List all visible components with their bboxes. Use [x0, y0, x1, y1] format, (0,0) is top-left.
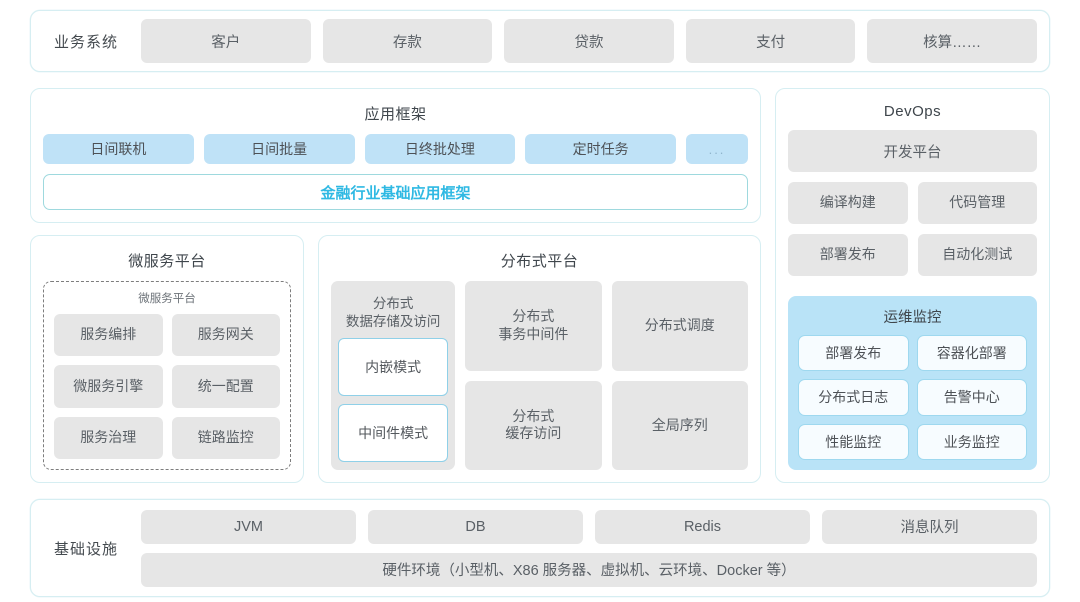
distributed-item-line2: 缓存访问 [505, 425, 562, 442]
infrastructure-item[interactable]: JVM [141, 509, 356, 544]
business-system-item[interactable]: 存款 [322, 19, 493, 63]
microservice-item[interactable]: 微服务引擎 [54, 365, 163, 408]
storage-mode-embedded[interactable]: 内嵌模式 [338, 338, 449, 397]
storage-mode-middleware[interactable]: 中间件模式 [338, 404, 449, 462]
microservice-item[interactable]: 统一配置 [171, 365, 280, 408]
distributed-platform-grid: 分布式 数据存储及访问 内嵌模式 中间件模式 分布式 事务中间件 [331, 281, 748, 470]
devops-row-2: 部署发布 自动化测试 [788, 234, 1037, 276]
operations-monitoring-panel: 运维监控 部署发布 容器化部署 分布式日志 告警中心 性能监控 业务监控 [788, 296, 1037, 470]
distributed-item[interactable]: 分布式调度 [611, 281, 748, 371]
ops-item[interactable]: 容器化部署 [916, 335, 1027, 372]
distributed-item-line1: 全局序列 [651, 416, 708, 433]
devops-item-dev-platform[interactable]: 开发平台 [788, 130, 1037, 172]
devops-item[interactable]: 自动化测试 [917, 234, 1037, 276]
operations-monitoring-grid: 部署发布 容器化部署 分布式日志 告警中心 性能监控 业务监控 [798, 335, 1027, 460]
microservice-item[interactable]: 服务网关 [171, 314, 280, 357]
storage-title-line2: 数据存储及访问 [345, 313, 441, 329]
distributed-platform-panel: 分布式平台 分布式 数据存储及访问 内嵌模式 中间件模式 [318, 235, 761, 483]
microservice-inner-title: 微服务平台 [138, 293, 196, 305]
application-framework-chip-row: 日间联机 日间批量 日终批处理 定时任务 ... [43, 134, 748, 164]
devops-panel: DevOps 开发平台 编译构建 代码管理 部署发布 自动化测试 运维监控 [775, 88, 1050, 483]
infrastructure-section: 基础设施 JVM DB Redis 消息队列 硬件环境（小型机、X86 服务器、… [30, 499, 1050, 597]
application-framework-title: 应用框架 [364, 106, 427, 123]
infrastructure-label: 基础设施 [53, 540, 118, 558]
app-framework-chip-more[interactable]: ... [686, 134, 748, 164]
distributed-item-line1: 分布式调度 [644, 317, 715, 333]
business-systems-section: 业务系统 客户 存款 贷款 支付 核算…… [30, 10, 1050, 72]
ops-item[interactable]: 告警中心 [916, 379, 1027, 416]
business-system-item[interactable]: 核算…… [867, 19, 1037, 63]
platform-left-column: 应用框架 日间联机 日间批量 日终批处理 定时任务 ... 金融行业基础应用框架… [30, 88, 761, 483]
app-framework-chip[interactable]: 定时任务 [525, 134, 676, 164]
ops-item[interactable]: 业务监控 [916, 423, 1027, 460]
distributed-item[interactable]: 分布式 事务中间件 [465, 281, 602, 371]
microservice-item[interactable]: 服务编排 [54, 314, 163, 357]
ops-item[interactable]: 部署发布 [798, 335, 909, 372]
platform-middle-zone: 应用框架 日间联机 日间批量 日终批处理 定时任务 ... 金融行业基础应用框架… [30, 88, 1050, 483]
business-system-item[interactable]: 贷款 [504, 19, 674, 63]
infrastructure-content: JVM DB Redis 消息队列 硬件环境（小型机、X86 服务器、虚拟机、云… [141, 509, 1037, 587]
distributed-item-line1: 分布式 [512, 407, 555, 424]
infrastructure-item[interactable]: 消息队列 [822, 509, 1037, 544]
financial-base-framework-bar[interactable]: 金融行业基础应用框架 [43, 174, 748, 210]
app-framework-chip[interactable]: 日终批处理 [364, 134, 516, 164]
application-framework-panel: 应用框架 日间联机 日间批量 日终批处理 定时任务 ... 金融行业基础应用框架 [30, 88, 761, 223]
microservice-dashed-box: 微服务平台 服务编排 服务网关 微服务引擎 统一配置 服务治理 链路监控 [43, 281, 291, 470]
business-systems-label: 业务系统 [53, 33, 118, 51]
operations-monitoring-title: 运维监控 [883, 310, 942, 326]
app-framework-chip[interactable]: 日间联机 [43, 134, 194, 164]
platform-lower-row: 微服务平台 微服务平台 服务编排 服务网关 微服务引擎 统一配置 服务治理 链路… [30, 235, 761, 483]
microservice-item[interactable]: 服务治理 [54, 416, 163, 459]
microservice-platform-panel: 微服务平台 微服务平台 服务编排 服务网关 微服务引擎 统一配置 服务治理 链路… [30, 235, 304, 483]
distributed-item[interactable]: 全局序列 [611, 380, 748, 470]
infrastructure-item[interactable]: DB [368, 509, 583, 544]
distributed-platform-title: 分布式平台 [500, 253, 579, 270]
microservice-item-grid: 服务编排 服务网关 微服务引擎 统一配置 服务治理 链路监控 [54, 314, 280, 459]
distributed-item-line1: 分布式 [512, 308, 555, 325]
devops-column: DevOps 开发平台 编译构建 代码管理 部署发布 自动化测试 运维监控 [775, 88, 1050, 483]
infrastructure-item[interactable]: Redis [595, 509, 810, 544]
business-systems-list: 客户 存款 贷款 支付 核算…… [141, 19, 1037, 63]
devops-title: DevOps [883, 103, 942, 120]
devops-row-1: 编译构建 代码管理 [788, 182, 1037, 224]
storage-title-line1: 分布式 [372, 296, 414, 311]
business-system-item[interactable]: 支付 [685, 19, 856, 63]
devops-item[interactable]: 编译构建 [788, 182, 908, 224]
infrastructure-item-row: JVM DB Redis 消息队列 [141, 509, 1037, 544]
business-system-item[interactable]: 客户 [141, 19, 311, 63]
app-framework-chip[interactable]: 日间批量 [203, 134, 355, 164]
distributed-item[interactable]: 分布式 缓存访问 [465, 380, 602, 470]
devops-item[interactable]: 代码管理 [917, 182, 1037, 224]
distributed-data-storage-card[interactable]: 分布式 数据存储及访问 内嵌模式 中间件模式 [331, 281, 456, 470]
distributed-data-storage-title: 分布式 数据存储及访问 [338, 295, 448, 330]
microservice-item[interactable]: 链路监控 [171, 416, 280, 459]
ops-item[interactable]: 性能监控 [798, 423, 909, 460]
devops-stack: 开发平台 编译构建 代码管理 部署发布 自动化测试 运维监控 部署发布 容器化部… [788, 130, 1037, 470]
distributed-item-line2: 事务中间件 [498, 325, 569, 342]
ops-item[interactable]: 分布式日志 [798, 379, 909, 416]
devops-item[interactable]: 部署发布 [788, 234, 908, 276]
hardware-environment-bar[interactable]: 硬件环境（小型机、X86 服务器、虚拟机、云环境、Docker 等） [141, 552, 1037, 587]
microservice-platform-title: 微服务平台 [128, 253, 206, 270]
